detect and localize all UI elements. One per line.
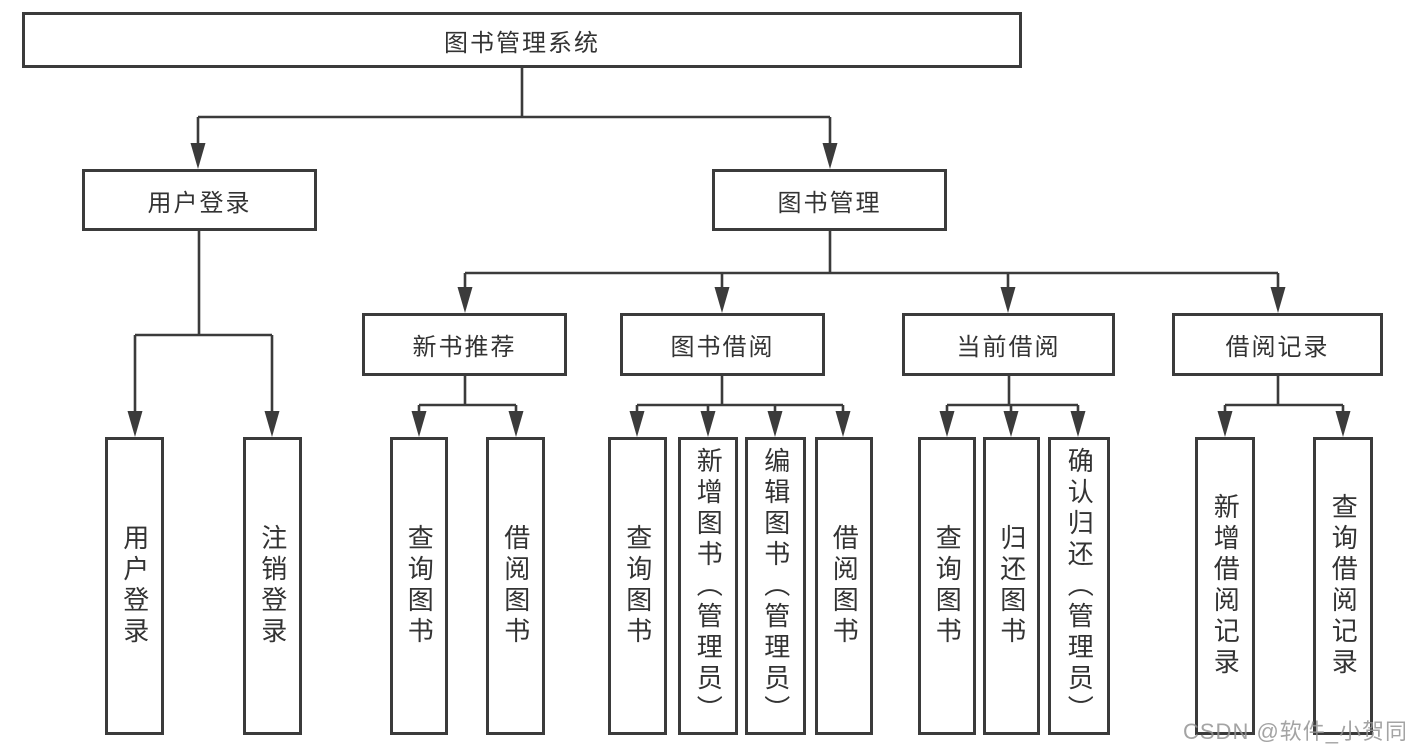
node-book-borrowing-label: 图书借阅	[670, 334, 775, 361]
node-user-login: 用户登录	[82, 169, 317, 231]
leaf-confirm-return-admin-label: 确认归还（管理员）	[1064, 446, 1095, 726]
leaf-edit-book-admin: 编辑图书（管理员）	[745, 437, 806, 735]
leaf-confirm-return-admin: 确认归还（管理员）	[1048, 437, 1110, 735]
arrow-down-icon	[1000, 287, 1016, 313]
leaf-user-login: 用户登录	[105, 437, 164, 735]
arrow-down-icon	[457, 287, 473, 313]
node-current-borrowing: 当前借阅	[902, 313, 1115, 376]
node-current-borrowing-label: 当前借阅	[956, 334, 1061, 361]
leaf-add-book-admin-label: 新增图书（管理员）	[693, 446, 724, 726]
leaf-borrow-books-label: 借阅图书	[829, 524, 860, 648]
arrow-down-icon	[1270, 287, 1286, 313]
leaf-edit-book-admin-label: 编辑图书（管理员）	[760, 446, 791, 726]
node-new-book-recommend: 新书推荐	[362, 313, 567, 376]
arrow-down-icon	[939, 411, 955, 437]
leaf-query-books-recommend-label: 查询图书	[404, 524, 435, 648]
node-user-login-label: 用户登录	[147, 189, 252, 217]
leaf-return-book: 归还图书	[983, 437, 1040, 735]
arrow-down-icon	[835, 411, 851, 437]
leaf-borrow-books-recommend-label: 借阅图书	[500, 524, 531, 648]
leaf-add-borrow-record: 新增借阅记录	[1195, 437, 1255, 735]
arrow-down-icon	[1335, 411, 1351, 437]
node-new-book-recommend-label: 新书推荐	[412, 334, 517, 361]
arrow-down-icon	[767, 411, 783, 437]
leaf-add-borrow-record-label: 新增借阅记录	[1210, 493, 1241, 679]
leaf-query-books-borrowing: 查询图书	[608, 437, 667, 735]
arrow-down-icon	[822, 143, 838, 169]
node-borrowing-records-label: 借阅记录	[1225, 334, 1330, 361]
leaf-query-borrow-record-label: 查询借阅记录	[1328, 493, 1359, 679]
leaf-return-book-label: 归还图书	[996, 524, 1027, 648]
node-root-label: 图书管理系统	[444, 29, 600, 57]
node-root: 图书管理系统	[22, 12, 1022, 68]
node-book-management-label: 图书管理	[777, 189, 882, 217]
arrow-down-icon	[1070, 411, 1086, 437]
arrow-down-icon	[411, 411, 427, 437]
node-book-management: 图书管理	[712, 169, 947, 231]
leaf-user-login-label: 用户登录	[119, 524, 150, 648]
leaf-add-book-admin: 新增图书（管理员）	[678, 437, 738, 735]
leaf-borrow-books: 借阅图书	[815, 437, 873, 735]
leaf-logout-label: 注销登录	[257, 524, 288, 648]
arrow-down-icon	[1003, 411, 1019, 437]
arrow-down-icon	[1217, 411, 1233, 437]
arrow-down-icon	[127, 411, 143, 437]
leaf-logout: 注销登录	[243, 437, 302, 735]
leaf-borrow-books-recommend: 借阅图书	[486, 437, 545, 735]
leaf-query-books-current-label: 查询图书	[932, 524, 963, 648]
leaf-query-books-current: 查询图书	[918, 437, 976, 735]
node-book-borrowing: 图书借阅	[620, 313, 825, 376]
node-borrowing-records: 借阅记录	[1172, 313, 1383, 376]
arrow-down-icon	[700, 411, 716, 437]
watermark: CSDN @软件_小贺同学	[1183, 719, 1405, 744]
arrow-down-icon	[508, 411, 524, 437]
leaf-query-books-borrowing-label: 查询图书	[622, 524, 653, 648]
leaf-query-borrow-record: 查询借阅记录	[1313, 437, 1373, 735]
arrow-down-icon	[264, 411, 280, 437]
arrow-down-icon	[190, 143, 206, 169]
leaf-query-books-recommend: 查询图书	[390, 437, 448, 735]
arrow-down-icon	[714, 287, 730, 313]
arrow-down-icon	[629, 411, 645, 437]
